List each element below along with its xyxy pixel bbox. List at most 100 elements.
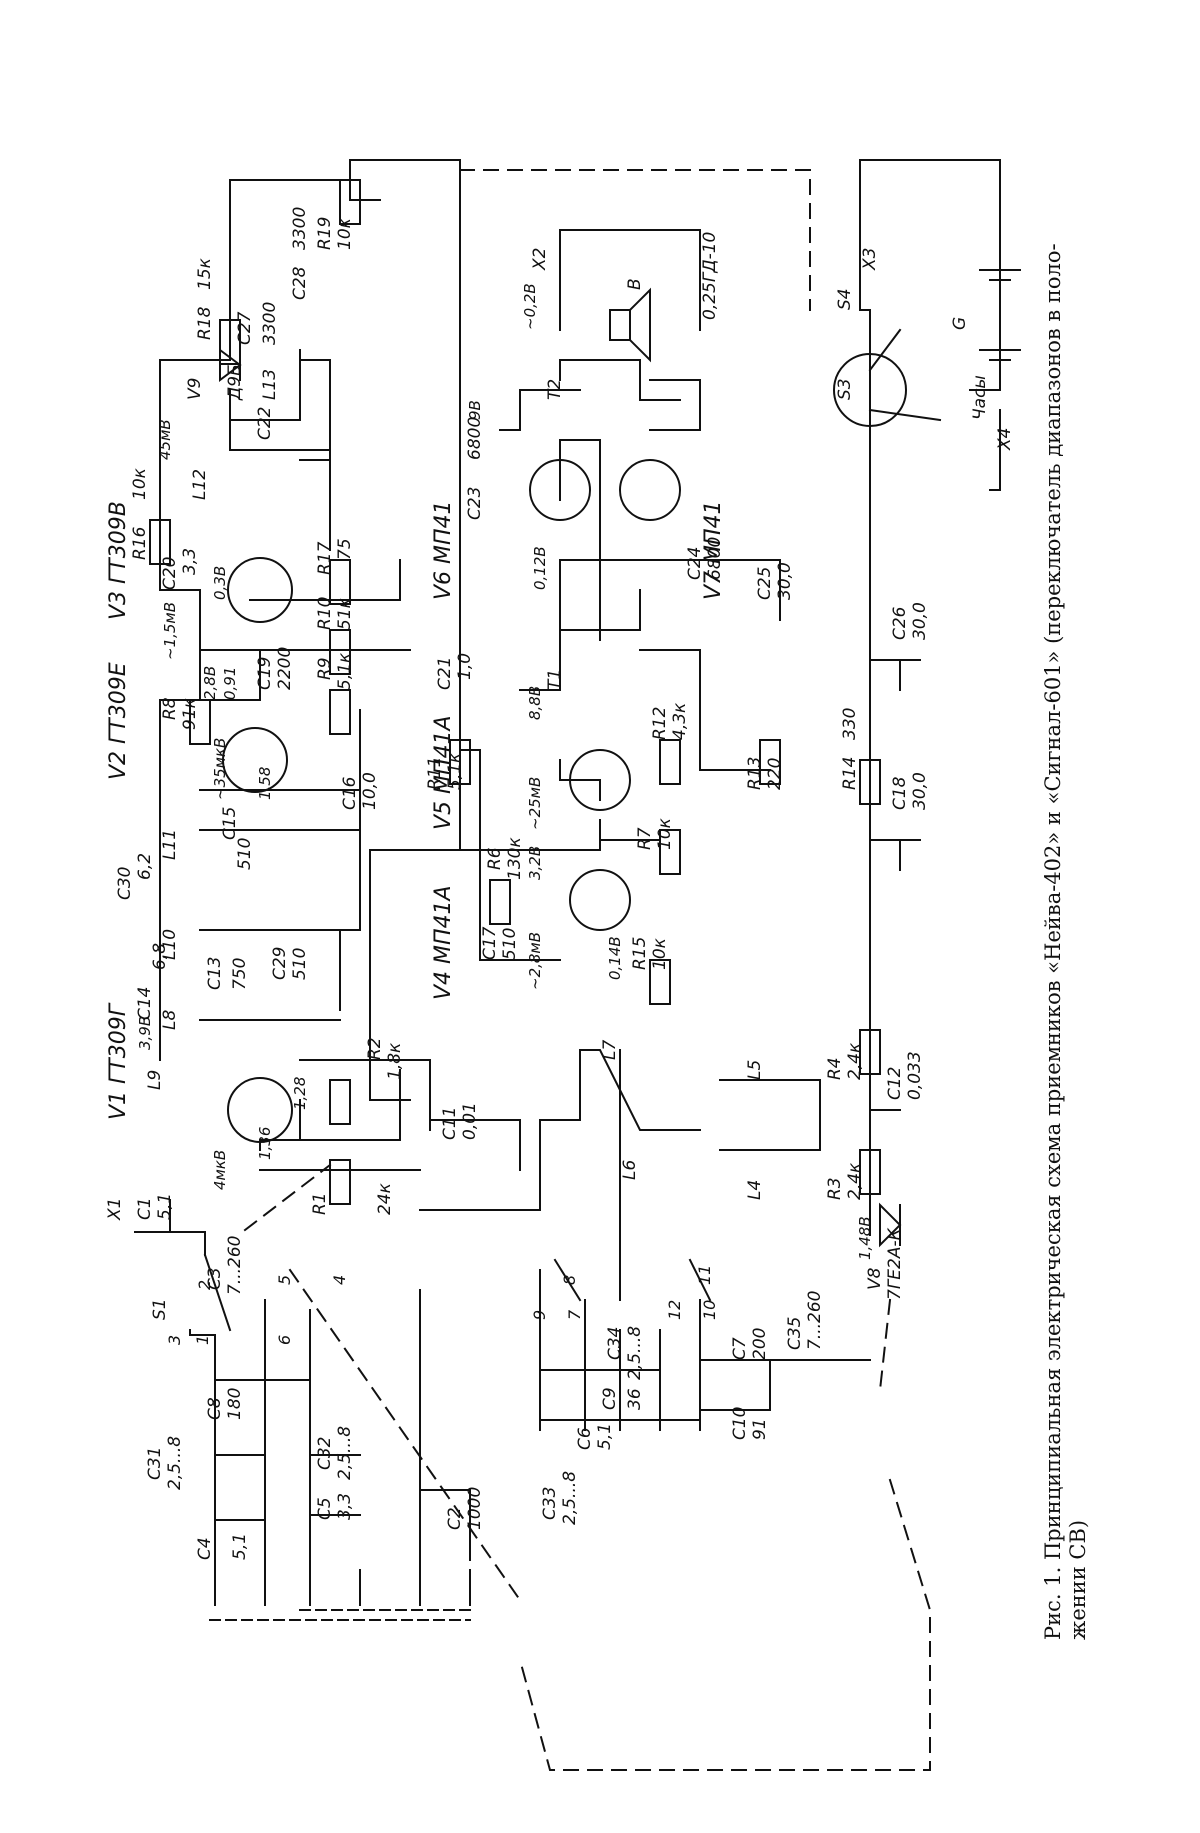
label-c6: C6: [575, 1427, 595, 1450]
figure-caption-line-2: жении СВ): [1066, 1520, 1090, 1640]
label-c20: C20: [160, 556, 180, 590]
label-c8-val: 180: [225, 1388, 245, 1420]
label-l13: L13: [260, 369, 280, 400]
resistor-r6: [490, 880, 510, 924]
label-r9-val: 5,1к: [335, 652, 355, 690]
label-r16-val: 10к: [130, 467, 150, 500]
label-v3: V3 ГТ309В: [106, 501, 131, 620]
label-c17-val: 510: [500, 928, 520, 960]
label-c31: C31: [145, 1446, 165, 1480]
label-r18-val: 15к: [195, 257, 215, 290]
label-c15: C15: [220, 806, 240, 840]
label-v9: V9: [185, 378, 205, 400]
label-c29-val: 510: [290, 948, 310, 980]
label-c5: C5: [315, 1497, 335, 1520]
label-l7: L7: [600, 1040, 620, 1060]
label-r2: R2: [365, 1037, 385, 1060]
transistor-v7-symbol: [620, 460, 680, 520]
pin-12: 12: [665, 1300, 684, 1320]
push-pull-wire: [500, 380, 700, 430]
label-c19: C19: [255, 656, 275, 690]
resistor-r1: [330, 1160, 350, 1204]
r19-volume-wire: [350, 160, 460, 200]
label-c18: C18: [890, 776, 910, 810]
label-chasy: Часы: [970, 375, 990, 420]
label-c11: C11: [440, 1106, 460, 1140]
label-c33: C33: [540, 1486, 560, 1520]
label-r4: R4: [825, 1057, 845, 1080]
label-c27-val: 3300: [260, 302, 280, 345]
label-b: B: [625, 278, 645, 290]
label-c35-val: 7...260: [805, 1291, 825, 1350]
label-v8: V8: [865, 1267, 885, 1290]
label-r15: R15: [630, 937, 650, 970]
volt-9: 9В: [466, 400, 484, 420]
volt-3-9: 3,9В: [136, 1016, 154, 1050]
resistor-r2: [330, 1080, 350, 1124]
label-t2: T2: [545, 379, 565, 400]
label-s3: S3: [835, 378, 855, 400]
volt-1-58: 1,58: [256, 767, 274, 800]
label-c12-val: 0,033: [905, 1051, 925, 1100]
label-l11: L11: [160, 829, 180, 860]
volt-25mv: ~25мВ: [526, 777, 544, 830]
label-r6-val: 130к: [505, 837, 525, 880]
label-r14-val: 330: [840, 708, 860, 740]
label-c4-val: 5,1: [230, 1533, 250, 1560]
label-c23-val: 6800: [465, 417, 485, 460]
label-r19-val: 10к: [335, 217, 355, 250]
label-c22: C22: [255, 406, 275, 440]
pin-5: 5: [275, 1275, 294, 1285]
label-c10: C10: [730, 1406, 750, 1440]
label-c5-val: 3,3: [335, 1493, 355, 1520]
label-v2: V2 ГТ309Е: [106, 662, 131, 780]
label-c13-val: 750: [230, 958, 250, 990]
label-r4-val: 2,4к: [845, 1042, 865, 1080]
label-s1: S1: [150, 1298, 170, 1320]
label-c30-val: 6,2: [135, 853, 155, 880]
label-l9: L9: [145, 1070, 165, 1090]
v3-output-wire: [230, 390, 330, 550]
volt-2-8: 2,8В: [201, 666, 219, 700]
pin-8: 8: [560, 1275, 579, 1285]
pin-7: 7: [565, 1309, 584, 1320]
label-r7: R7: [635, 827, 655, 850]
label-c23: C23: [465, 486, 485, 520]
v5-emitter-wire: [560, 760, 600, 800]
label-l5: L5: [745, 1060, 765, 1080]
pin-10: 10: [700, 1300, 719, 1320]
label-c27: C27: [235, 311, 255, 345]
v1-collector-wire: [300, 1060, 430, 1130]
label-c1-val: 5,1: [155, 1193, 175, 1220]
label-c35: C35: [785, 1316, 805, 1350]
pin-2: 2: [195, 1280, 214, 1290]
label-t1: T1: [545, 669, 565, 690]
label-r14: R14: [840, 757, 860, 790]
label-b-val: 0,25ГД-10: [700, 232, 720, 320]
label-c21: C21: [435, 656, 455, 690]
label-c29: C29: [270, 946, 290, 980]
l5-l4-coils-wire: [720, 1080, 820, 1150]
label-r13-val: 220: [765, 758, 785, 790]
output-stage-wire: [520, 590, 640, 690]
coil-shield-dashed: [210, 1610, 470, 1620]
label-v6: V6 МП41: [431, 500, 456, 600]
coil-block-1: [215, 1570, 470, 1605]
label-x3: X3: [860, 248, 880, 271]
volt-1-28: 1,28: [291, 1077, 309, 1110]
label-r2-val: 1,8к: [385, 1042, 405, 1080]
pin-11: 11: [695, 1265, 714, 1285]
label-c26-val: 30,0: [910, 602, 930, 640]
volt-0-14: 0,14В: [606, 936, 624, 980]
label-c17: C17: [480, 926, 500, 960]
label-v8-val: 7ГЕ2А-К: [885, 1227, 905, 1300]
label-r10: R10: [315, 597, 335, 630]
label-c20-val: 3,3: [180, 548, 200, 575]
label-l8: L8: [160, 1010, 180, 1030]
label-x4: X4: [995, 428, 1015, 451]
figure-caption-line-1: Рис. 1. Принципиальная электрическая схе…: [1041, 243, 1065, 1640]
l7-l6-coils-wire: [580, 1050, 700, 1130]
label-r19: R19: [315, 217, 335, 250]
label-r3-val: 2,4к: [845, 1162, 865, 1200]
